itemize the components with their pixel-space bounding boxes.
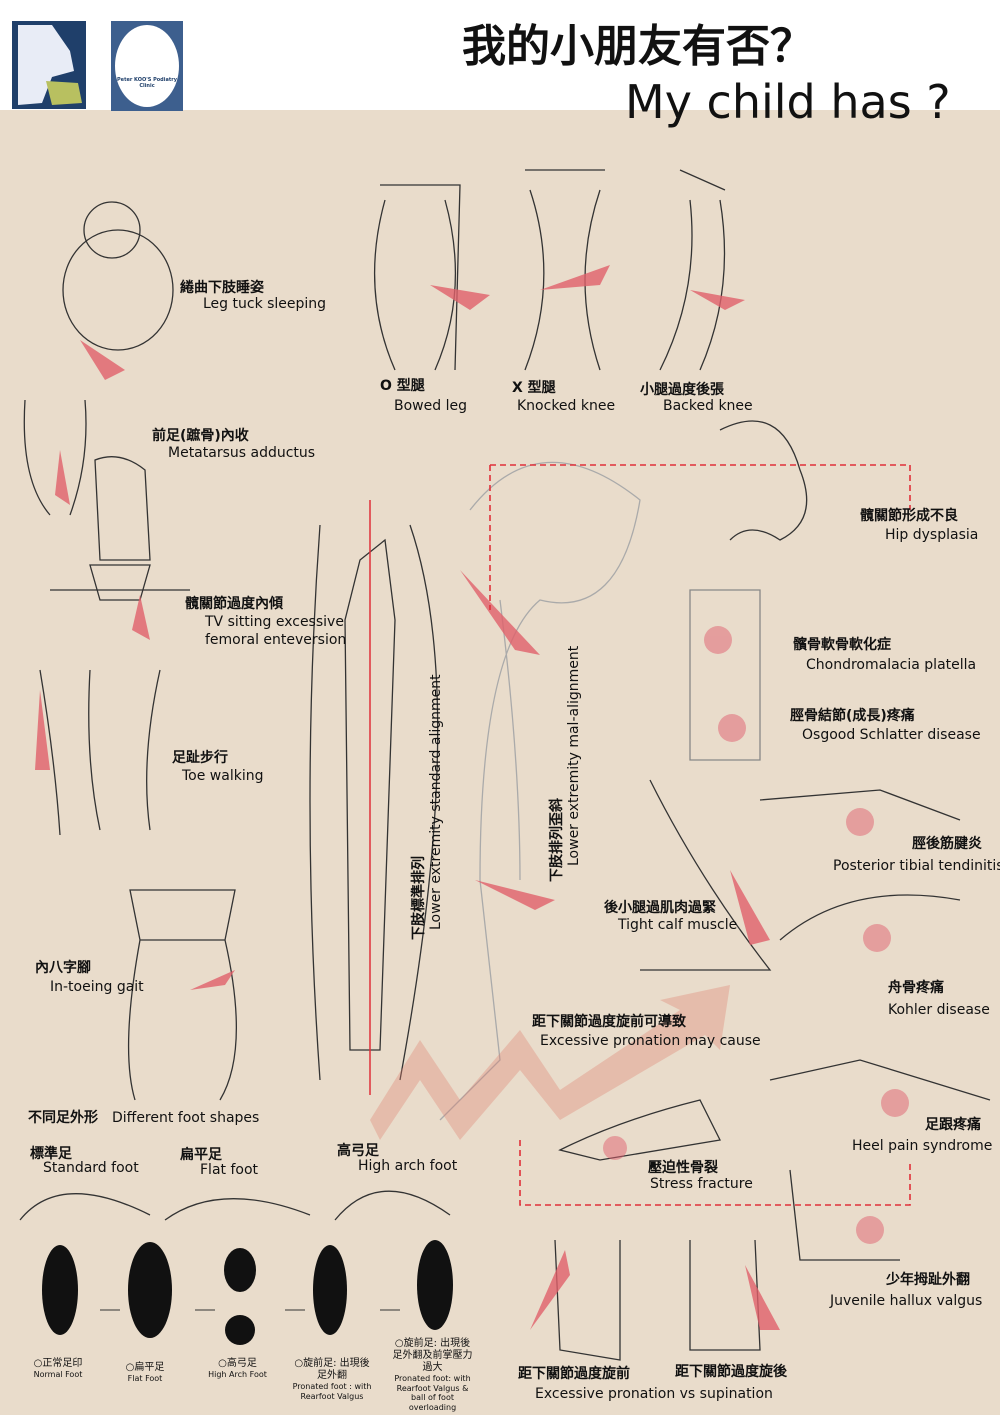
in-toeing-illustration xyxy=(127,889,238,1101)
foot-shapes-illustration xyxy=(19,1190,451,1221)
backed-knee-illustration xyxy=(659,169,726,371)
label-zh: 距下關節過度旋前可導致 xyxy=(532,1014,686,1030)
label-en: Bowed leg xyxy=(394,398,467,414)
red-arrows xyxy=(35,265,780,1330)
arrow xyxy=(190,970,235,990)
hip-illustration xyxy=(719,420,808,541)
label-en: Chondromalacia platella xyxy=(806,657,977,673)
mal-alignment-en: Lower extremity mal-alignment xyxy=(566,645,582,866)
foot-shape-zh: 高弓足 xyxy=(337,1143,379,1159)
label-en: TV sitting excessive xyxy=(205,614,344,630)
large-zigzag-arrow xyxy=(370,985,730,1140)
knocked-knee-illustration xyxy=(524,169,605,371)
foot-shapes-heading-zh: 不同足外形 xyxy=(28,1110,98,1126)
label-en: Leg tuck sleeping xyxy=(203,296,327,312)
foot-shape-en: Standard foot xyxy=(43,1160,139,1176)
arrow xyxy=(730,870,770,945)
arrow xyxy=(55,450,70,505)
arrow xyxy=(530,1250,570,1330)
pronation-en: Excessive pronation vs supination xyxy=(535,1386,773,1402)
footprints xyxy=(42,1240,453,1345)
label-zh: X 型腿 xyxy=(512,380,556,396)
label-en: Metatarsus adductus xyxy=(168,445,316,461)
label-zh: 髖關節形成不良 xyxy=(860,508,958,524)
arrow xyxy=(132,595,150,640)
foot-shape-zh: 標準足 xyxy=(30,1146,72,1162)
label-en: Tight calf muscle xyxy=(618,917,738,933)
supination-zh: 距下關節過度旋後 xyxy=(675,1364,787,1380)
knee-illustration xyxy=(689,589,761,761)
label-en: Backed knee xyxy=(663,398,753,414)
stress-fracture-illustration xyxy=(558,1099,721,1161)
standard-alignment-en: Lower extremity standard alignment xyxy=(428,674,444,930)
label-zh: 足趾步行 xyxy=(172,750,228,766)
title-en: My child has ? xyxy=(625,75,951,129)
standard-alignment-zh: 下肢標準排列 xyxy=(411,856,427,940)
label-en: In-toeing gait xyxy=(50,979,144,995)
label-zh: 綣曲下肢睡姿 xyxy=(180,280,264,296)
label-zh: 內八字腳 xyxy=(35,960,91,976)
label-en: Knocked knee xyxy=(517,398,616,414)
label-en: Excessive pronation may cause xyxy=(540,1033,761,1049)
foot-shapes-heading-en: Different foot shapes xyxy=(112,1110,260,1126)
label-en: Osgood Schlatter disease xyxy=(802,727,981,743)
arrow xyxy=(460,570,540,655)
arrow xyxy=(690,290,745,310)
arrow xyxy=(540,265,610,290)
label-en: Juvenile hallux valgus xyxy=(830,1293,983,1309)
label-zh: 壓迫性骨裂 xyxy=(648,1160,718,1176)
tv-sitting-illustration xyxy=(50,564,190,601)
arrow xyxy=(745,1265,780,1330)
arrow xyxy=(430,285,490,310)
label-en: Heel pain syndrome xyxy=(852,1138,993,1154)
arrow xyxy=(80,340,125,380)
label-zh: 後小腿過肌肉過緊 xyxy=(604,900,716,916)
label-zh: 髖關節過度內傾 xyxy=(185,596,283,612)
label-zh: 脛骨結節(成長)疼痛 xyxy=(790,708,915,724)
heel-pronation-illustration xyxy=(554,1239,761,1361)
label-zh: 前足(蹠骨)內收 xyxy=(152,428,249,444)
arrow xyxy=(475,880,555,910)
metatarsus-foot-illustration xyxy=(23,399,151,561)
label-zh: 少年拇趾外翻 xyxy=(886,1272,970,1288)
clinic-logo-left xyxy=(12,21,86,109)
foot-shape-zh: 扁平足 xyxy=(180,1147,222,1163)
dashed-connectors xyxy=(489,464,911,1206)
bowed-leg-illustration xyxy=(373,184,461,371)
standard-alignment-illustration xyxy=(309,524,439,1081)
label-zh: 足跟疼痛 xyxy=(925,1117,981,1133)
label-zh: 舟骨疼痛 xyxy=(888,980,944,996)
label-en: Stress fracture xyxy=(650,1176,753,1192)
label-en: femoral enteversion xyxy=(205,632,347,648)
mal-alignment-illustration xyxy=(439,461,641,1121)
calf-illustration xyxy=(640,779,772,971)
label-zh: 脛後筋腱炎 xyxy=(912,836,982,852)
pain-spots xyxy=(603,626,909,1244)
foot-medial-illustrations xyxy=(759,789,991,1261)
clinic-logo-right: Peter KOO'S Podiatry Clinic xyxy=(111,21,183,111)
foot-shape-en: High arch foot xyxy=(358,1158,458,1174)
label-zh: O 型腿 xyxy=(380,378,425,394)
label-zh: 小腿過度後張 xyxy=(640,382,724,398)
label-en: Hip dysplasia xyxy=(885,527,979,543)
title-zh: 我的小朋友有否？ xyxy=(462,21,814,72)
pronation-zh: 距下關節過度旋前 xyxy=(518,1366,630,1382)
label-zh: 髕骨軟骨軟化症 xyxy=(793,637,891,653)
label-en: Toe walking xyxy=(182,768,264,784)
mal-alignment-zh: 下肢排列歪斜 xyxy=(549,798,565,882)
foot-shape-en: Flat foot xyxy=(200,1162,259,1178)
arrow xyxy=(35,690,50,770)
toe-walking-illustration xyxy=(39,669,161,836)
label-en: Posterior tibial tendinitis xyxy=(833,858,1000,874)
label-en: Kohler disease xyxy=(888,1002,990,1018)
baby-illustration xyxy=(62,229,174,351)
